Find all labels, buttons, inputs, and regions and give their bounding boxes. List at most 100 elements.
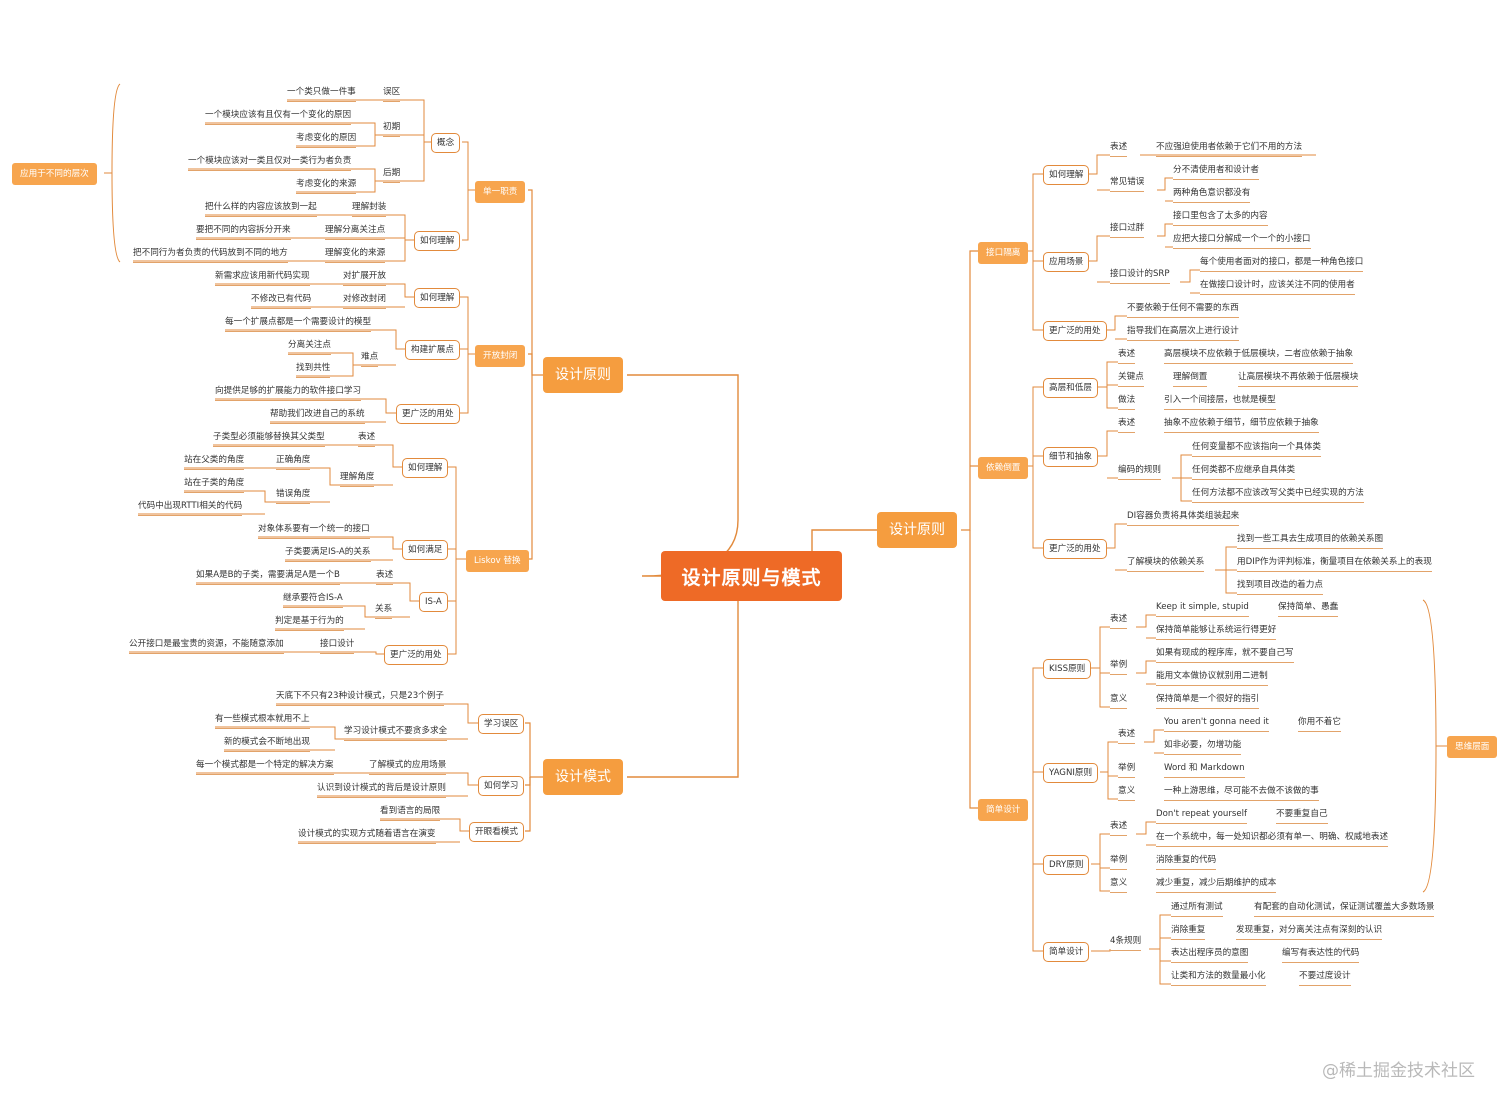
isp-fat2: 应把大接口分解成一个一个的小接口: [1173, 233, 1311, 249]
isp-fat1: 接口里包含了太多的内容: [1173, 210, 1268, 226]
yagni-stmt-line: [1100, 741, 1118, 773]
lsp-d1-line: [129, 651, 384, 655]
isp-how-line: [1023, 173, 1043, 252]
dip-hl[interactable]: 高层和低层: [1043, 378, 1098, 398]
root-to-principles-left: [627, 374, 739, 577]
dip-r3: 任何方法都不应该改写父类中已经实现的方法: [1192, 487, 1364, 503]
srp-l2: 一个模块应该有且仅有一个变化的原因: [205, 109, 352, 125]
isp-how[interactable]: 如何理解: [1043, 165, 1090, 185]
ocp-how[interactable]: 如何理解: [414, 288, 461, 308]
dip-b1: DI容器负责将具体类组装起来: [1127, 510, 1240, 526]
lsp-c1-line: [196, 582, 419, 602]
pat-p8-line: [380, 818, 469, 832]
lsp-isa[interactable]: IS-A: [419, 592, 448, 612]
pattern-how-learn[interactable]: 如何学习: [478, 776, 525, 796]
isp-scene[interactable]: 应用场景: [1043, 252, 1090, 272]
dip-b1-line: [1103, 523, 1127, 549]
isp-err: 常见错误: [1110, 176, 1145, 192]
dip-broader-line: [1032, 466, 1043, 549]
kiss-node[interactable]: KISS原则: [1043, 659, 1092, 679]
lsp-how-line: [448, 466, 466, 560]
pattern-open-eyes[interactable]: 开眼看模式: [469, 822, 524, 842]
topic-simple-design[interactable]: 简单设计: [978, 799, 1029, 821]
srp-l3-line: [296, 135, 376, 147]
isp-broader[interactable]: 更广泛的用处: [1043, 321, 1107, 341]
isp-srp1: 每个使用者面对的接口，都是一种角色接口: [1200, 256, 1364, 272]
lsp-how[interactable]: 如何理解: [402, 458, 449, 478]
srp-l4-line: [188, 168, 383, 182]
lsp-b1: 对象体系要有一个统一的接口: [258, 523, 370, 539]
dip-b4: 用DIP作为评判标准，衡量项目在依赖关系上的表现: [1237, 556, 1432, 572]
ocp-how-line: [459, 296, 475, 355]
srp-c1: [383, 99, 431, 143]
dip-hl-stmt-line: [1097, 361, 1118, 388]
yagni-node[interactable]: YAGNI原则: [1043, 763, 1099, 783]
srp-how[interactable]: 如何理解: [414, 231, 461, 251]
dip-hl-stmt: 表述: [1118, 348, 1136, 364]
lsp-a2b: 正确角度: [276, 454, 311, 470]
simple-sd-line: [1032, 864, 1043, 952]
dry-eg: 举例: [1110, 854, 1128, 870]
topic-apply-levels[interactable]: 应用于不同的层次: [12, 163, 97, 185]
isp-b1-line: [1100, 315, 1127, 331]
lsp-d1: 公开接口是最宝贵的资源，不能随意添加: [129, 638, 284, 654]
lsp-c2-line: [283, 605, 375, 618]
yagni-s2: 如非必要，勿增功能: [1164, 739, 1242, 755]
dip-broader[interactable]: 更广泛的用处: [1043, 539, 1107, 559]
dry-node[interactable]: DRY原则: [1043, 855, 1090, 875]
lsp-c3: 判定是基于行为的: [275, 615, 344, 631]
srp-h1-line: [205, 214, 414, 241]
ocp-a1: 新需求应该用新代码实现: [215, 270, 310, 286]
sd-r2: 消除重复: [1171, 924, 1206, 940]
sd-r1: 通过所有测试: [1171, 901, 1223, 917]
srp-l3: 考虑变化的原因: [296, 132, 357, 148]
pattern-p8: 看到语言的局限: [380, 805, 441, 821]
root-topic[interactable]: 设计原则与模式: [661, 551, 842, 601]
lsp-broader[interactable]: 更广泛的用处: [384, 645, 448, 665]
pattern-p9: 设计模式的实现方式随着语言在演变: [298, 828, 436, 844]
ocp-broader-line: [459, 354, 469, 414]
topic-srp[interactable]: 单一职责: [475, 181, 526, 203]
isp-stmt-v: 不应强迫使用者依赖于它们不用的方法: [1156, 141, 1303, 157]
dry-e1: 消除重复的代码: [1156, 854, 1217, 870]
isp-srp1-line: [1180, 269, 1200, 283]
section-design-principles-left[interactable]: 设计原则: [543, 357, 623, 393]
dry-s2: 在一个系统中，每一处知识都必须有单一、明确、权威地表述: [1156, 831, 1389, 847]
sec-srp: [528, 189, 543, 376]
srp-concept[interactable]: 概念: [431, 133, 461, 153]
lsp-a4: 代码中出现RTTI相关的代码: [138, 500, 243, 516]
topic-dip[interactable]: 依赖倒置: [978, 457, 1029, 479]
sd-node[interactable]: 简单设计: [1043, 942, 1090, 962]
isp-err1-line: [1157, 177, 1173, 191]
lsp-satisfy[interactable]: 如何满足: [402, 540, 449, 560]
lsp-a1-line: [213, 444, 402, 468]
dry-m1: 减少重复，减少后期维护的成本: [1156, 877, 1277, 893]
topic-isp[interactable]: 接口隔离: [978, 242, 1029, 264]
pattern-traps[interactable]: 学习误区: [478, 714, 525, 734]
topic-lsp[interactable]: Liskov 替换: [466, 550, 529, 572]
ocp-b3-line: [296, 365, 354, 377]
dry-s1-line: [1136, 821, 1156, 835]
lsp-c1: 如果A是B的子类，需要满足A是一个B: [196, 569, 340, 585]
srp-h3-line: [133, 240, 406, 262]
lsp-broader-line: [448, 559, 457, 655]
ocp-build[interactable]: 构建扩展点: [405, 340, 460, 360]
section-design-principles-right[interactable]: 设计原则: [877, 512, 957, 548]
kiss-stmt: 表述: [1110, 613, 1128, 629]
sec-isp: [961, 250, 978, 531]
ocp-broader[interactable]: 更广泛的用处: [396, 404, 460, 424]
srp-l2-line: [205, 122, 383, 136]
srp-concept-line: [462, 141, 475, 191]
sd-r4: 让类和方法的数量最小化: [1171, 970, 1266, 986]
dip-da[interactable]: 细节和抽象: [1043, 447, 1098, 467]
isp-err2: 两种角色意识都没有: [1173, 187, 1251, 203]
topic-mindset[interactable]: 思维层面: [1447, 736, 1498, 758]
lsp-a2: 站在父类的角度: [184, 454, 245, 470]
section-design-patterns[interactable]: 设计模式: [543, 759, 623, 795]
srp-l4: 一个模块应该对一类且仅对一类行为者负责: [188, 155, 352, 171]
isp-srp2: 在做接口设计时，应该关注不同的使用者: [1200, 279, 1355, 295]
isp-fat-line: [1087, 235, 1110, 262]
kiss-s1-line: [1136, 614, 1156, 628]
topic-ocp[interactable]: 开放封闭: [475, 345, 526, 367]
ocp-c1-line: [215, 398, 396, 414]
